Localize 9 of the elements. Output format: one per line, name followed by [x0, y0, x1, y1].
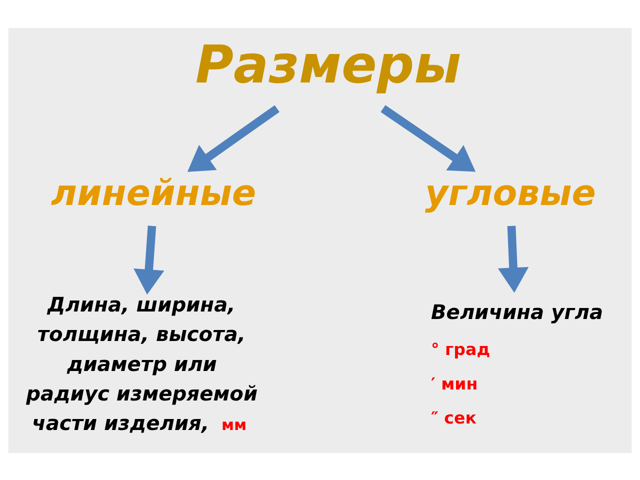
arrow	[134, 225, 164, 294]
node-text: Величина угла ° град ′ мин ″ сек	[430, 299, 604, 428]
arrow	[380, 104, 476, 172]
node-text: угловые	[425, 172, 596, 214]
node-text: Длина, ширина, толщина, высота, диаметр или радиус измеряемой части изделия, мм	[26, 292, 258, 435]
node-text: линейные	[50, 172, 256, 214]
node-text: Размеры	[195, 35, 462, 96]
arrow	[187, 104, 280, 172]
arrow	[498, 225, 529, 292]
